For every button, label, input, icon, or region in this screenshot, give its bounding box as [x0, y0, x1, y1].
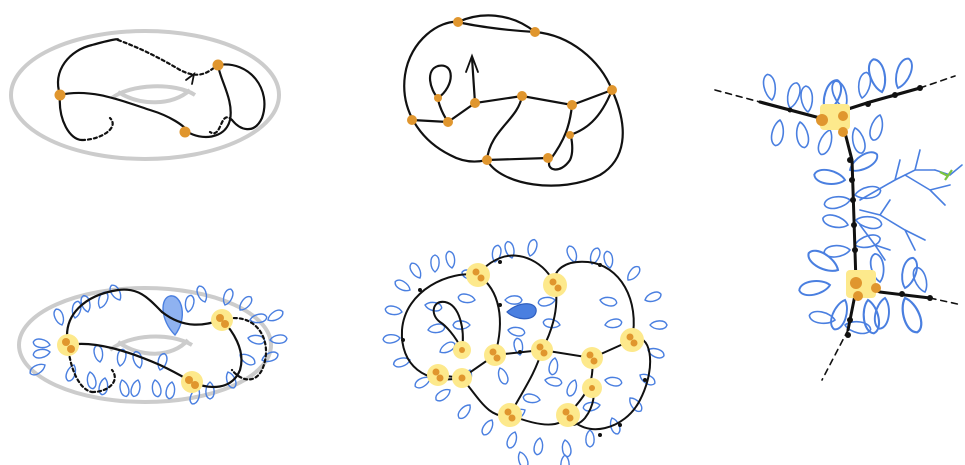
knot-vertices: [407, 17, 617, 165]
knot-decorated-panel: [383, 239, 667, 465]
tree-decorated-panel: [715, 56, 962, 380]
knot-diagram-panel: [404, 15, 623, 185]
tree-branches: [860, 150, 962, 260]
torus-curve: [58, 39, 264, 140]
torus-hole-outline: [112, 86, 195, 102]
torus-outer-outline: [11, 31, 279, 159]
tree-halos: [820, 104, 876, 298]
knot-decorated-curve: [402, 256, 650, 430]
knot-filled-petal: [507, 304, 536, 319]
torus-curve-panel: [11, 31, 279, 159]
knot-edge-dots: [401, 260, 647, 437]
torus-outer-outline-2: [19, 288, 271, 402]
torus-decorated-halos: [57, 309, 233, 393]
torus-vertices: [55, 60, 224, 138]
torus-decorated-panel: [19, 283, 287, 405]
